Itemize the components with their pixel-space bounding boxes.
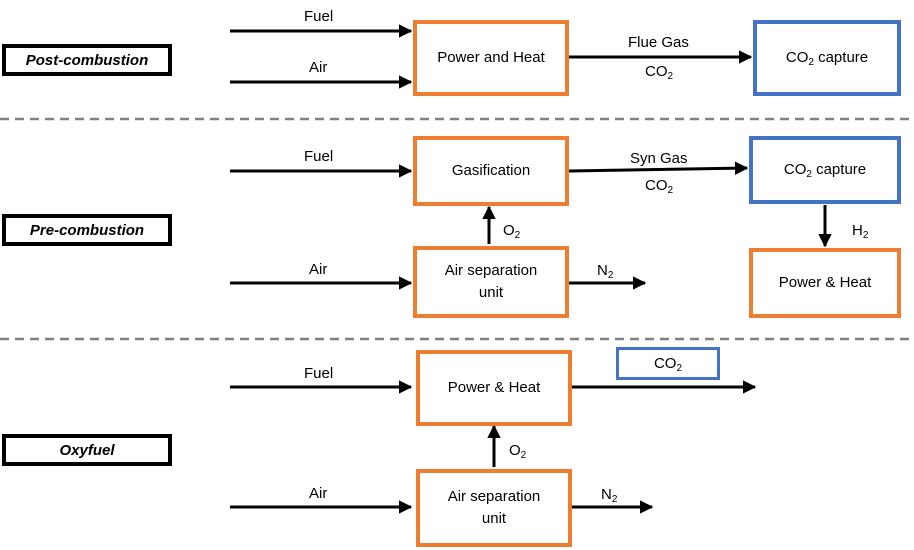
pre-air-separation-box: Air separation unit <box>413 246 569 318</box>
pre-o2-sub: 2 <box>514 230 521 241</box>
post-fuel-label: Fuel <box>304 8 334 25</box>
post-power-heat-label: Power and Heat <box>437 49 545 66</box>
pre-n2-label: N2 <box>597 262 614 281</box>
post-co2-sub: 2 <box>667 71 674 82</box>
pre-power-heat-box: Power & Heat <box>749 248 901 318</box>
pre-n2-main: N <box>597 262 608 279</box>
post-combustion-tag: Post-combustion <box>2 44 172 76</box>
oxy-o2-sub: 2 <box>520 450 527 461</box>
post-co2-main: CO <box>645 63 668 80</box>
post-capture-sub: 2 <box>808 57 814 68</box>
oxyfuel-tag: Oxyfuel <box>2 434 172 466</box>
oxy-n2-label: N2 <box>601 486 618 505</box>
pre-co2-label: CO2 <box>645 177 674 196</box>
oxy-air-label: Air <box>309 485 328 502</box>
post-capture-main: CO <box>785 49 809 66</box>
oxy-o2-main: O <box>509 442 521 459</box>
oxy-air-separation-box: Air separation unit <box>416 469 572 547</box>
pre-o2-main: O <box>503 222 515 239</box>
pre-co2-capture-box: CO2 capture <box>749 136 901 204</box>
post-co2-capture-label: CO2 capture <box>786 47 868 69</box>
oxy-co2-main: CO <box>653 354 677 372</box>
post-co2-label: CO2 <box>645 63 674 82</box>
oxy-fuel-label: Fuel <box>304 365 334 382</box>
pre-air-label: Air <box>309 261 328 278</box>
post-capture-rest: capture <box>813 49 869 66</box>
oxy-n2-main: N <box>601 486 612 503</box>
pre-combustion-tag-label: Pre-combustion <box>29 221 145 239</box>
oxy-co2-box: CO2 <box>616 347 720 380</box>
pre-capture-main: CO <box>783 161 807 178</box>
pre-h2-sub: 2 <box>862 230 869 241</box>
oxy-air-separation-label: Air separation unit <box>448 486 541 530</box>
pre-gasification-label: Gasification <box>451 162 531 179</box>
post-flue-gas-label: Flue Gas <box>628 34 689 51</box>
pre-asu-line1: Air separation <box>444 262 538 279</box>
pre-combustion-tag: Pre-combustion <box>2 214 172 246</box>
oxy-n2-sub: 2 <box>611 494 618 505</box>
oxy-co2-sub: 2 <box>676 362 683 374</box>
pre-capture-rest: capture <box>811 161 867 178</box>
oxy-co2-box-label: CO2 <box>654 353 682 375</box>
pre-asu-line2: unit <box>478 284 504 301</box>
pre-h2-label: H2 <box>852 222 869 241</box>
pre-o2-label: O2 <box>503 222 521 241</box>
pre-power-heat-label: Power & Heat <box>778 274 872 291</box>
post-combustion-tag-label: Post-combustion <box>25 51 149 69</box>
oxyfuel-tag-label: Oxyfuel <box>59 441 115 459</box>
pre-fuel-label: Fuel <box>304 148 334 165</box>
oxy-asu-line2: unit <box>481 510 507 527</box>
post-power-heat-box: Power and Heat <box>413 20 569 96</box>
pre-n2-sub: 2 <box>607 270 614 281</box>
pre-capture-sub: 2 <box>806 169 812 180</box>
oxy-o2-label: O2 <box>509 442 527 461</box>
oxy-power-heat-box: Power & Heat <box>416 350 572 426</box>
pre-syn-gas-label: Syn Gas <box>630 150 688 167</box>
pre-gasification-box: Gasification <box>413 136 569 206</box>
pre-air-separation-label: Air separation unit <box>445 260 538 304</box>
oxy-power-heat-label: Power & Heat <box>447 379 541 396</box>
post-co2-capture-box: CO2 capture <box>753 20 901 96</box>
pre-h2-main: H <box>852 222 863 239</box>
pre-co2-capture-label: CO2 capture <box>784 159 866 181</box>
pre-syn-gas-arrow <box>568 161 749 175</box>
oxy-asu-line1: Air separation <box>447 488 541 505</box>
post-air-label: Air <box>309 59 328 76</box>
pre-co2-sub: 2 <box>667 185 674 196</box>
pre-co2-main: CO <box>645 177 668 194</box>
